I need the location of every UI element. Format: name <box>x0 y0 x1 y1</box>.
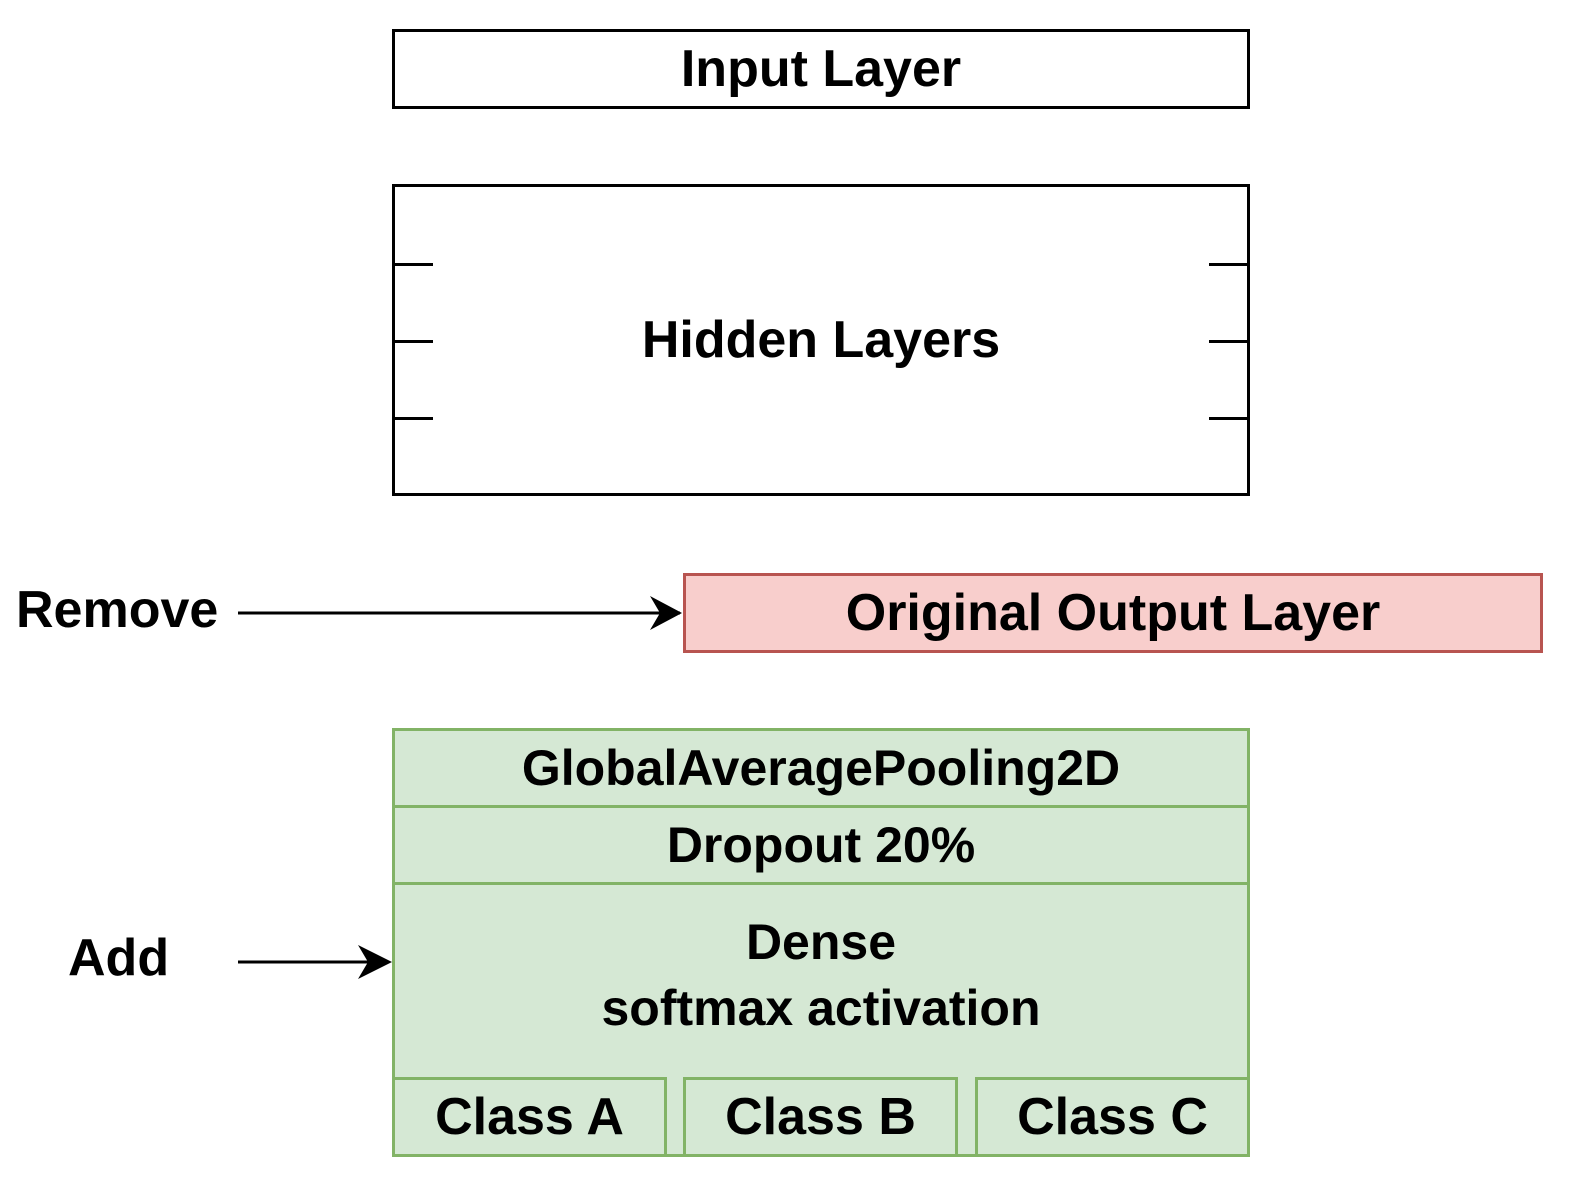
class-c-label: Class C <box>1017 1088 1208 1146</box>
dense-box: Dense softmax activation <box>392 882 1250 1157</box>
input-layer-label: Input Layer <box>680 40 962 98</box>
add-label: Add <box>68 929 170 987</box>
hidden-layers-label: Hidden Layers <box>641 311 1001 369</box>
global-average-pooling-label: GlobalAveragePooling2D <box>521 740 1121 796</box>
hidden-layers-box: Hidden Layers <box>392 184 1250 496</box>
remove-arrowhead <box>650 596 682 630</box>
class-a-box: Class A <box>392 1077 667 1157</box>
input-layer-box: Input Layer <box>392 29 1250 109</box>
dropout-box: Dropout 20% <box>392 805 1250 885</box>
class-a-label: Class A <box>435 1088 624 1146</box>
dense-label: Dense <box>745 914 897 970</box>
original-output-layer-label: Original Output Layer <box>845 584 1381 642</box>
original-output-layer-box: Original Output Layer <box>683 573 1543 653</box>
right-tick-1 <box>1209 263 1247 266</box>
left-tick-3 <box>395 417 433 420</box>
dense-text: Dense softmax activation <box>601 909 1040 1041</box>
left-tick-2 <box>395 340 433 343</box>
right-tick-2 <box>1209 340 1247 343</box>
left-tick-1 <box>395 263 433 266</box>
dropout-label: Dropout 20% <box>666 817 976 873</box>
add-arrowhead <box>358 945 392 979</box>
global-average-pooling-box: GlobalAveragePooling2D <box>392 728 1250 808</box>
class-c-box: Class C <box>975 1077 1250 1157</box>
class-b-label: Class B <box>725 1088 916 1146</box>
right-tick-3 <box>1209 417 1247 420</box>
dense-activation-label: softmax activation <box>601 980 1041 1036</box>
remove-label: Remove <box>16 581 219 639</box>
class-b-box: Class B <box>683 1077 958 1157</box>
